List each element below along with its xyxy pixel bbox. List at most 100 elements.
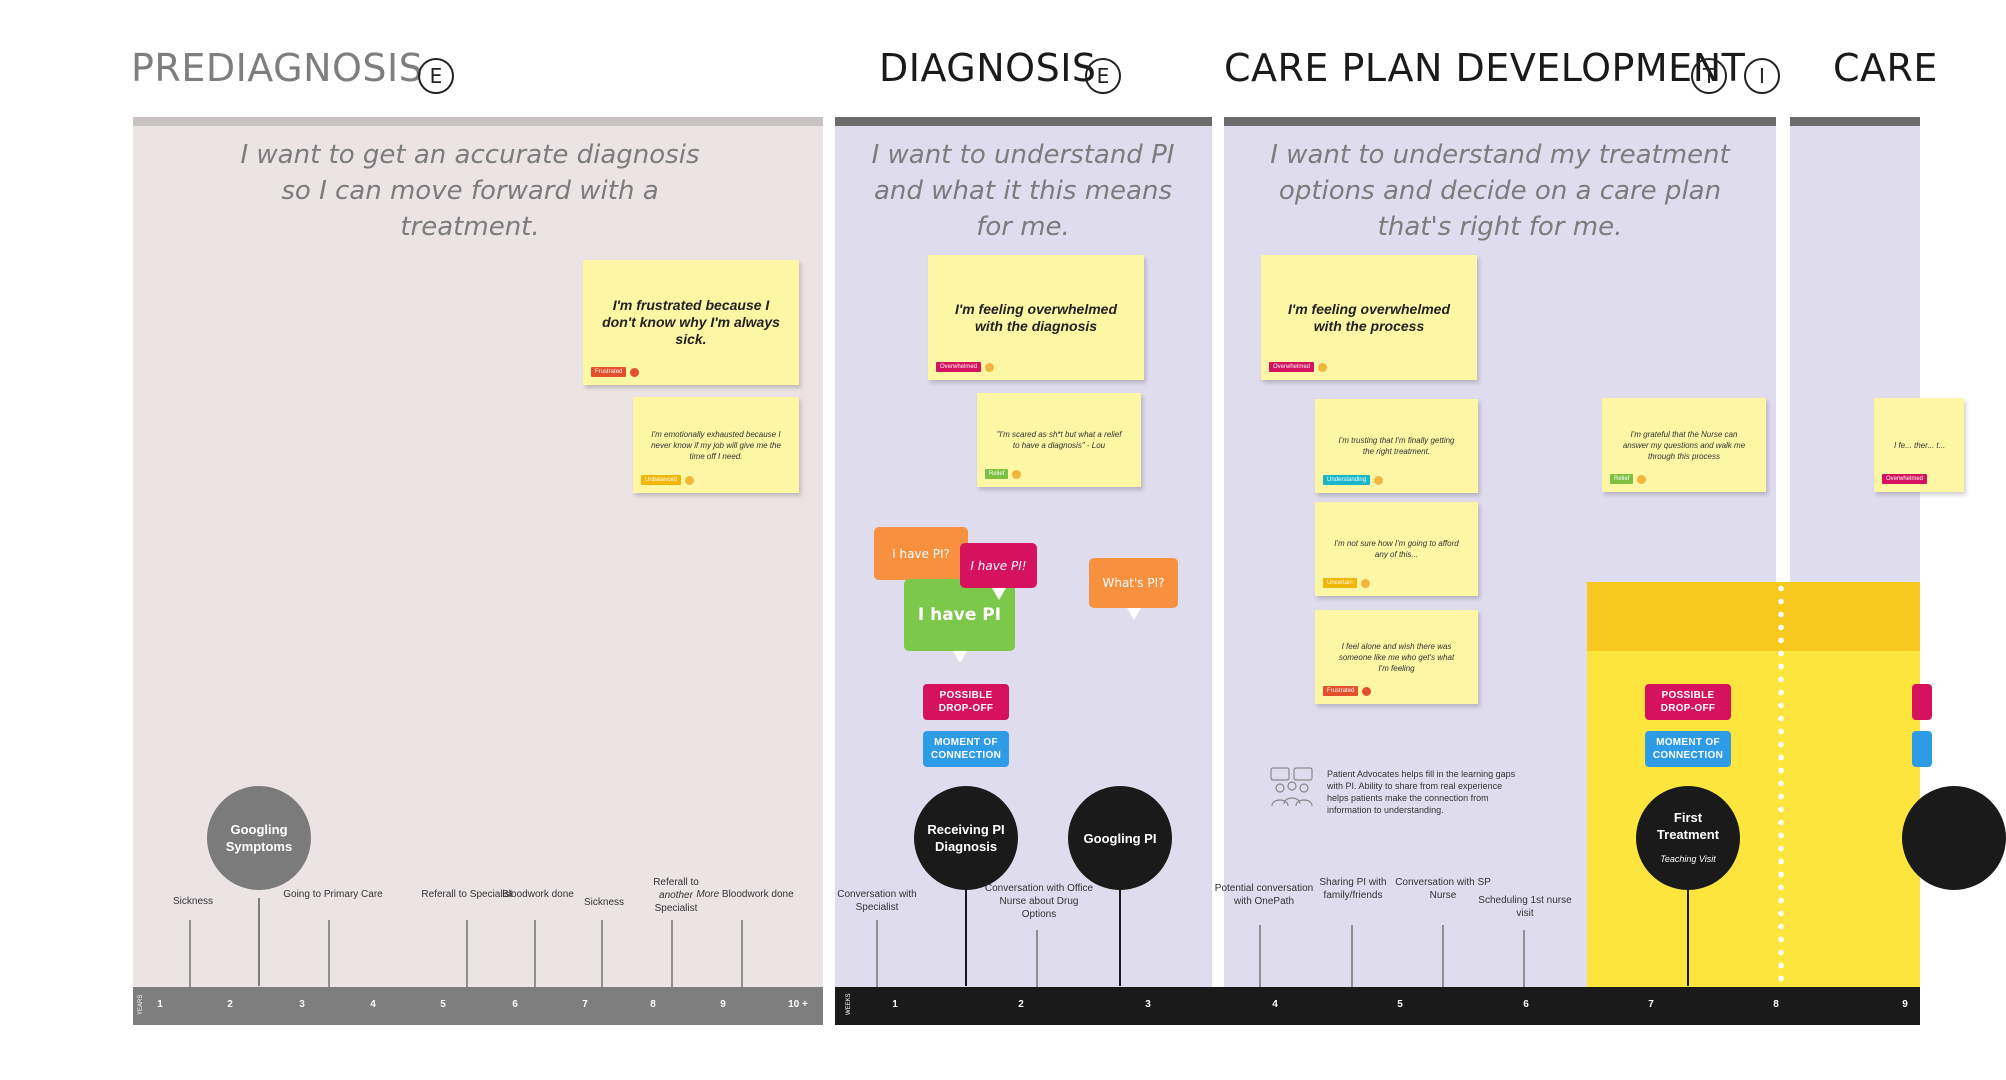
event-tick	[741, 920, 743, 987]
possible-dropoff-badge: POSSIBLE DROP-OFF	[923, 684, 1009, 720]
emotion-label: Overwhelmed	[1269, 362, 1315, 372]
phase-title-prediagnosis: PREDIAGNOSIS	[131, 46, 424, 90]
patient-advocate-note: Patient Advocates helps fill in the lear…	[1327, 769, 1516, 815]
event-label: Sickness	[172, 896, 213, 907]
sticky-note: I'm feeling overwhelmed with the diagnos…	[928, 255, 1144, 380]
event-label: Conversation with Office Nurse about Dru…	[984, 883, 1094, 920]
year-tick: 10 +	[788, 999, 808, 1010]
emotion-tag: Overwhelmed	[1882, 474, 1928, 484]
node-sublabel: Teaching Visit	[1660, 853, 1716, 864]
emotion-tag: Uncertain	[1323, 578, 1370, 588]
emotion-tag: Overwhelmed	[936, 362, 995, 372]
quote-care-plan: I want to understand my treatment option…	[1270, 140, 1730, 242]
emoji-icon	[1374, 475, 1384, 485]
event-label: Referall to	[653, 877, 699, 888]
panel-bar-prediagnosis	[133, 117, 823, 126]
sticky-note: I fe... ther... t... Overwhelmed	[1874, 398, 1964, 492]
week-tick: 7	[1648, 999, 1654, 1010]
event-tick	[328, 920, 330, 987]
sticky-note: I'm trusting that I'm finally getting th…	[1315, 399, 1478, 493]
week-8-dotted-divider	[1776, 582, 1786, 987]
moment-of-connection-badge-partial	[1912, 731, 1932, 767]
event-tick	[601, 920, 603, 987]
year-tick: 8	[650, 999, 656, 1010]
sticky-text: "I'm scared as sh*t but what a relief to…	[996, 430, 1122, 450]
node-googling-pi: Googling PI	[1068, 786, 1172, 890]
week-tick: 8	[1773, 999, 1779, 1010]
emotion-tag: Relief	[1610, 474, 1647, 484]
panel-bar-care-plan	[1224, 117, 1776, 126]
phase-title-diagnosis: DIAGNOSIS	[879, 46, 1097, 90]
emoji-icon	[985, 362, 995, 372]
event-label: Specialist	[654, 903, 698, 914]
event-label: Potential conversation with OnePath	[1214, 883, 1314, 907]
node-partial	[1902, 786, 2006, 890]
year-tick: 6	[512, 999, 518, 1010]
sticky-text: I fe... ther... t...	[1894, 440, 1946, 450]
bubble-text: I have PI?	[892, 546, 950, 561]
event-tick	[1442, 925, 1444, 987]
year-tick: 4	[370, 999, 376, 1010]
node-label: Receiving PI Diagnosis	[927, 822, 1005, 854]
phase-badge-t: T	[1691, 58, 1727, 94]
bubble-text: What's PI?	[1102, 576, 1165, 590]
emotion-tag: Unbalanced	[641, 475, 695, 485]
panel-bar-diagnosis	[835, 117, 1212, 126]
event-tick	[1523, 930, 1525, 987]
bubble-text: I have PI!	[970, 558, 1027, 573]
moment-of-connection-badge: MOMENT OF CONNECTION	[923, 731, 1009, 767]
event-tick	[1259, 925, 1261, 987]
event-label: Conversation with Specialist	[837, 889, 917, 913]
event-label: Bloodwork done	[719, 889, 794, 900]
node-receiving-diagnosis: Receiving PI Diagnosis	[914, 786, 1018, 890]
quote-diagnosis: I want to understand PI and what it this…	[871, 140, 1175, 242]
sticky-note: I'm feeling overwhelmed with the process…	[1261, 255, 1477, 380]
sticky-note: I'm emotionally exhausted because I neve…	[633, 397, 799, 493]
week-tick: 9	[1902, 999, 1908, 1010]
stem-first-treatment	[1687, 890, 1689, 986]
event-label: Going to Primary Care	[283, 889, 383, 900]
emotion-tag: Frustrated	[1323, 686, 1372, 696]
year-tick: 7	[582, 999, 588, 1010]
event-tick	[1351, 925, 1353, 987]
stem-googling-symptoms	[258, 898, 260, 986]
emotion-tag: Overwhelmed	[1269, 362, 1328, 372]
treatment-highlight-top	[1587, 582, 1920, 651]
week-tick: 3	[1145, 999, 1151, 1010]
week-tick: 5	[1397, 999, 1403, 1010]
emotion-label: Unbalanced	[641, 475, 682, 485]
phase-badge-e-prediagnosis: E	[418, 58, 454, 94]
emotion-tag: Relief	[985, 469, 1022, 479]
years-axis	[133, 987, 823, 1025]
sticky-text: I'm frustrated because I don't know why …	[602, 297, 780, 347]
sticky-text: I'm not sure how I'm going to afford any…	[1334, 539, 1459, 559]
emotion-tag: Understanding	[1323, 475, 1384, 485]
speech-bubble: What's PI?	[1089, 558, 1178, 620]
year-tick: 9	[720, 999, 726, 1010]
sticky-text: I'm grateful that the Nurse can answer m…	[1622, 429, 1746, 461]
stem-receiving-dx	[965, 890, 967, 986]
weeks-axis	[835, 987, 1920, 1025]
panel-bar-care	[1790, 117, 1920, 126]
sticky-note: "I'm scared as sh*t but what a relief to…	[977, 393, 1141, 487]
stem-googling-pi	[1119, 890, 1121, 986]
event-label: Sickness	[583, 897, 624, 908]
possible-dropoff-badge-partial	[1912, 684, 1932, 720]
sticky-text: I'm trusting that I'm finally getting th…	[1338, 436, 1455, 456]
week-tick: 6	[1523, 999, 1529, 1010]
week-tick: 1	[892, 999, 898, 1010]
event-tick	[534, 920, 536, 987]
week-tick: 4	[1272, 999, 1278, 1010]
event-label: Scheduling 1st nurse visit	[1478, 895, 1572, 919]
sticky-note: I feel alone and wish there was someone …	[1315, 610, 1478, 704]
speech-bubble: I have PI?	[874, 527, 968, 592]
event-tick	[671, 920, 673, 987]
emotion-label: Overwhelmed	[1882, 474, 1928, 484]
event-label: Referall to Specialist	[421, 889, 513, 900]
emotion-label: Relief	[985, 469, 1009, 479]
year-tick: 1	[157, 999, 163, 1010]
emotion-label: Frustrated	[591, 367, 627, 377]
emotion-label: Relief	[1610, 474, 1634, 484]
phase-title-care: CARE	[1833, 46, 1938, 90]
emoji-icon	[630, 367, 640, 377]
